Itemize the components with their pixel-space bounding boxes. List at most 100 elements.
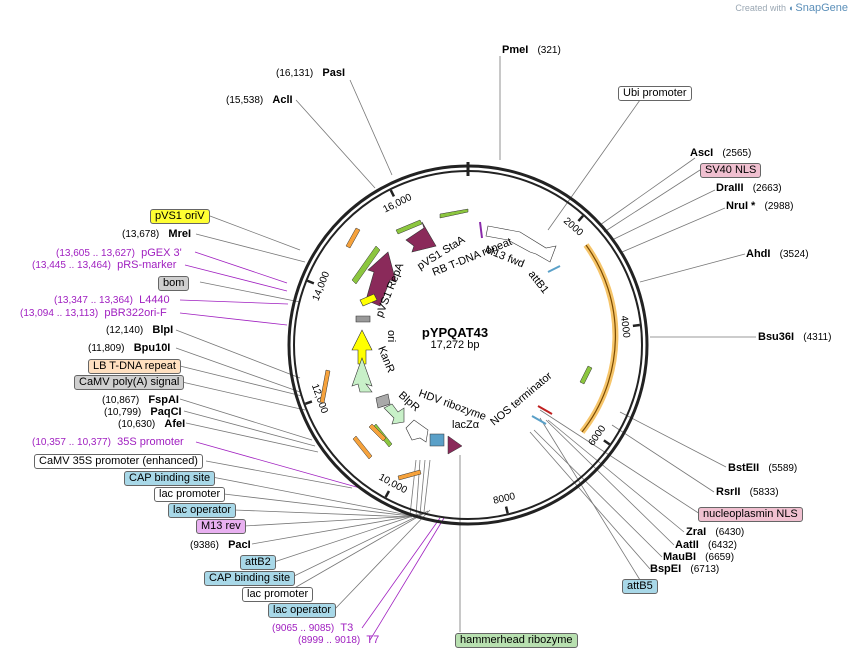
arrow-orange-l5 — [368, 423, 387, 442]
site-name: BstEII — [728, 462, 760, 474]
feature-box-sv40[interactable]: SV40 NLS — [700, 163, 762, 178]
site-maubi[interactable]: MauBI (6659) — [663, 551, 734, 564]
feature-box-cap2[interactable]: CAP binding site — [204, 571, 296, 586]
site-pos: (5589) — [768, 463, 798, 474]
shape-ori — [351, 329, 373, 365]
leader-mrei — [195, 233, 306, 263]
primer-name: T3 — [340, 622, 354, 634]
primer-t7[interactable]: (8999 .. 9018) T7 — [298, 634, 379, 647]
site-asci[interactable]: AscI (2565) — [690, 147, 751, 160]
feature-box-attb2[interactable]: attB2 — [240, 555, 276, 570]
leader-4 — [409, 459, 417, 516]
site-pos: (6659) — [705, 552, 735, 563]
site-pos: (4311) — [803, 332, 832, 343]
tick-mark — [389, 189, 396, 198]
leader-camvpa — [181, 381, 306, 411]
arrow-orange-l2 — [319, 369, 331, 404]
credit-brand: SnapGene — [795, 2, 848, 14]
shape-grey-stack — [375, 393, 391, 409]
primer-l4440[interactable]: (13,347 .. 13,364) L4440 — [54, 294, 170, 307]
feature-box-laco2[interactable]: lac operator — [268, 603, 337, 618]
tick-label: 6000 — [587, 423, 609, 448]
site-zrai[interactable]: ZraI (6430) — [686, 526, 744, 539]
primer-35s[interactable]: (10,357 .. 10,377) 35S promoter — [32, 436, 184, 449]
feature-box-camv35s[interactable]: CaMV 35S promoter (enhanced) — [34, 454, 203, 469]
feature-box-lacp1[interactable]: lac promoter — [154, 487, 226, 502]
site-name: BspEI — [650, 563, 682, 575]
site-name: NruI * — [726, 200, 756, 212]
site-bspei[interactable]: BspEI (6713) — [650, 563, 719, 576]
site-paqci[interactable]: (10,799) PaqCI — [104, 406, 182, 419]
feature-box-laco1[interactable]: lac operator — [168, 503, 237, 518]
site-mrei[interactable]: (13,678) MreI — [122, 228, 191, 241]
site-pmei[interactable]: PmeI (321) — [502, 44, 561, 57]
site-pos: (2988) — [764, 201, 794, 212]
site-blpi[interactable]: (12,140) BlpI — [106, 324, 173, 337]
tick-mark — [603, 439, 611, 446]
primer-prsmarker[interactable]: (13,445 .. 13,464) pRS-marker — [32, 259, 176, 272]
site-acli[interactable]: (15,538) AclI — [226, 94, 293, 107]
leader-l4440 — [179, 299, 289, 305]
feature-box-hammer[interactable]: hammerhead ribozyme — [455, 633, 578, 648]
site-name: AhdI — [746, 248, 771, 260]
site-draiii[interactable]: DraIII (2663) — [716, 182, 782, 195]
leader-5 — [415, 459, 421, 517]
primer-t3[interactable]: (9065 .. 9085) T3 — [272, 622, 353, 635]
site-pos: (2663) — [752, 183, 782, 194]
site-fspai[interactable]: (10,867) FspAI — [102, 394, 179, 407]
site-bpu10i[interactable]: (11,809) Bpu10I — [88, 342, 170, 355]
label-ori: ori — [385, 330, 397, 342]
feature-box-cap1[interactable]: CAP binding site — [124, 471, 216, 486]
feature-box-lacp2[interactable]: lac promoter — [242, 587, 314, 602]
site-aatii[interactable]: AatII (6432) — [675, 539, 737, 552]
primer-pos: (13,445 .. 13,464) — [32, 260, 111, 271]
feature-box-bom[interactable]: bom — [158, 276, 190, 291]
leader-paci — [251, 514, 419, 545]
site-afei[interactable]: (10,630) AfeI — [118, 418, 185, 431]
leader-lacp2 — [283, 510, 429, 595]
site-name: AfeI — [164, 418, 186, 430]
label-nos: NOS terminator — [488, 370, 555, 429]
feature-box-lbtdna[interactable]: LB T-DNA repeat — [88, 359, 181, 374]
primer-pos: (13,347 .. 13,364) — [54, 295, 133, 306]
leader-bom — [199, 281, 301, 303]
feature-box-camvpa[interactable]: CaMV poly(A) signal — [74, 375, 185, 390]
primer-pgex3[interactable]: (13,605 .. 13,627) pGEX 3' — [56, 247, 182, 260]
leader-6 — [419, 459, 426, 516]
feature-box-m13rev[interactable]: M13 rev — [196, 519, 246, 534]
shape-m13fwd-arc — [485, 225, 557, 263]
feature-box-ubi[interactable]: Ubi promoter — [618, 86, 692, 101]
site-pos: (12,140) — [106, 325, 144, 336]
site-rsrii[interactable]: RsrII (5833) — [716, 486, 779, 499]
site-name: Bpu10I — [133, 342, 171, 354]
site-ahdi[interactable]: AhdI (3524) — [746, 248, 809, 261]
primer-name: pBR322ori-F — [104, 307, 167, 319]
site-pos: (10,867) — [102, 395, 140, 406]
site-paci[interactable]: (9386) PacI — [190, 539, 251, 552]
leader-lacp1 — [223, 493, 411, 517]
arc-orange-right — [579, 243, 619, 434]
feature-box-pvs1ori[interactable]: pVS1 oriV — [150, 209, 210, 224]
site-bsu36i[interactable]: Bsu36I (4311) — [758, 331, 831, 344]
site-pasi[interactable]: (16,131) PasI — [276, 67, 345, 80]
arrow-purple-bottom — [447, 435, 463, 455]
shape-small-grey — [355, 315, 371, 323]
leader-t7 — [369, 517, 445, 641]
leader-draiii — [611, 189, 716, 241]
leader-attb5 — [539, 417, 641, 581]
primer-pbr322orif[interactable]: (13,094 .. 13,113) pBR322ori-F — [20, 307, 167, 320]
primer-pos: (10,357 .. 10,377) — [32, 437, 111, 448]
site-name: PmeI — [502, 44, 529, 56]
primer-name: pGEX 3' — [141, 247, 182, 259]
feature-box-nucleo[interactable]: nucleoplasmin NLS — [698, 507, 803, 522]
arrow-orange-bottom — [397, 469, 422, 481]
site-name: AatII — [675, 539, 699, 551]
site-bsteii[interactable]: BstEII (5589) — [728, 462, 797, 475]
shape-pvs1-repa — [365, 251, 397, 307]
site-name: DraIII — [716, 182, 744, 194]
site-pos: (6430) — [715, 527, 745, 538]
tick-mark — [632, 323, 640, 328]
feature-box-attb5[interactable]: attB5 — [622, 579, 658, 594]
site-nrui[interactable]: NruI * (2988) — [726, 200, 793, 213]
